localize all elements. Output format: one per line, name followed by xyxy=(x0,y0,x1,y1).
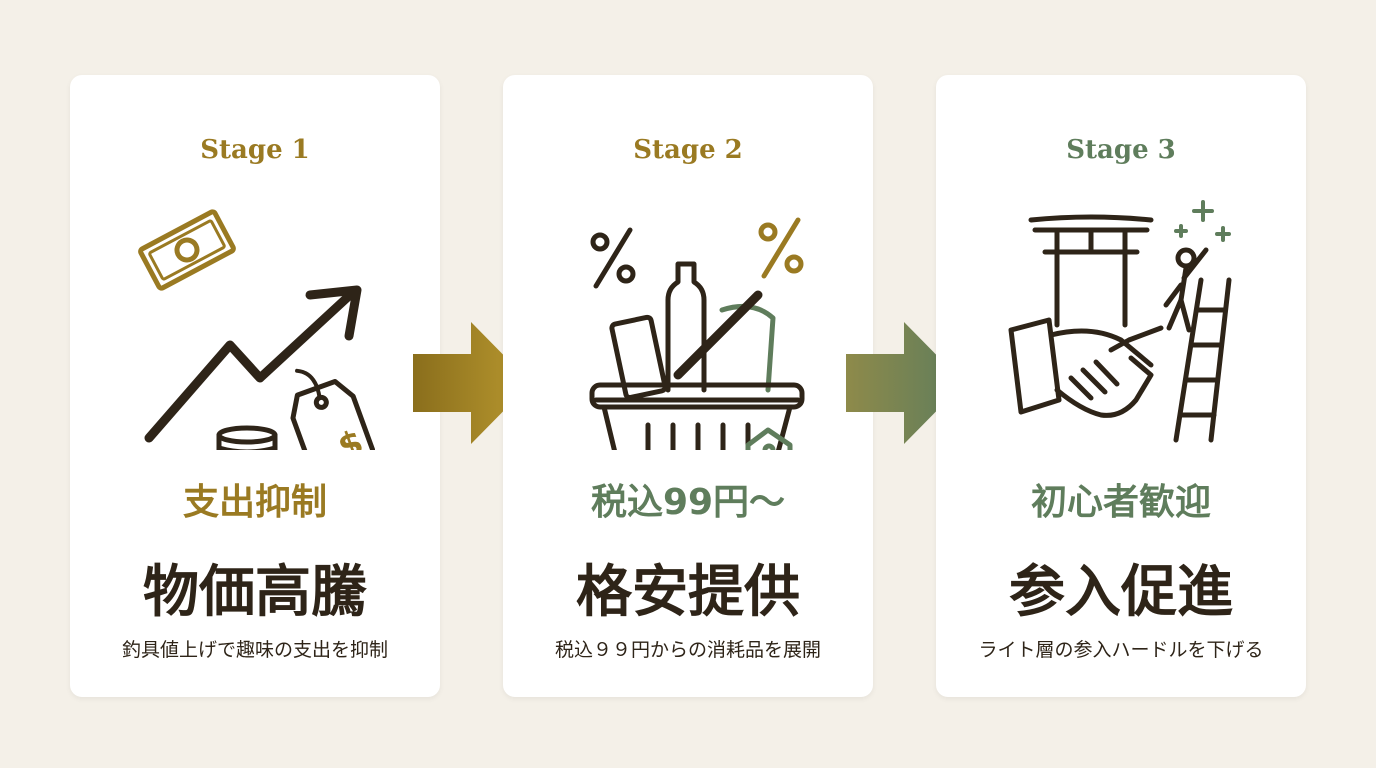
stage-description: ライト層の参入ハードルを下げる xyxy=(978,639,1264,661)
stage-label: Stage 2 xyxy=(633,135,743,165)
discount-basket-icon xyxy=(589,217,805,450)
stage-label: Stage 1 xyxy=(200,135,310,165)
stage-card-1: Stage 1 xyxy=(70,75,440,697)
rising-cost-icon: $ xyxy=(138,209,375,450)
arrow-right-icon xyxy=(846,322,964,444)
stage-card-3: Stage 3 xyxy=(936,75,1306,697)
stage-title: 格安提供 xyxy=(576,559,800,625)
stage-card-2: Stage 2 xyxy=(503,75,873,697)
stage-title: 参入促進 xyxy=(1009,559,1233,625)
stage-description: 税込９９円からの消耗品を展開 xyxy=(554,639,821,661)
stage-subtitle: 初心者歓迎 xyxy=(1030,482,1211,523)
stage-description: 釣具値上げで趣味の支出を抑制 xyxy=(121,639,388,661)
stage-label: Stage 3 xyxy=(1066,135,1176,165)
stage-subtitle: 支出抑制 xyxy=(182,482,327,523)
welcome-beginners-icon xyxy=(1008,200,1232,443)
stage-title: 物価高騰 xyxy=(143,559,367,625)
arrow-right-icon xyxy=(413,322,531,444)
stage-subtitle: 税込99円～ xyxy=(590,482,786,523)
